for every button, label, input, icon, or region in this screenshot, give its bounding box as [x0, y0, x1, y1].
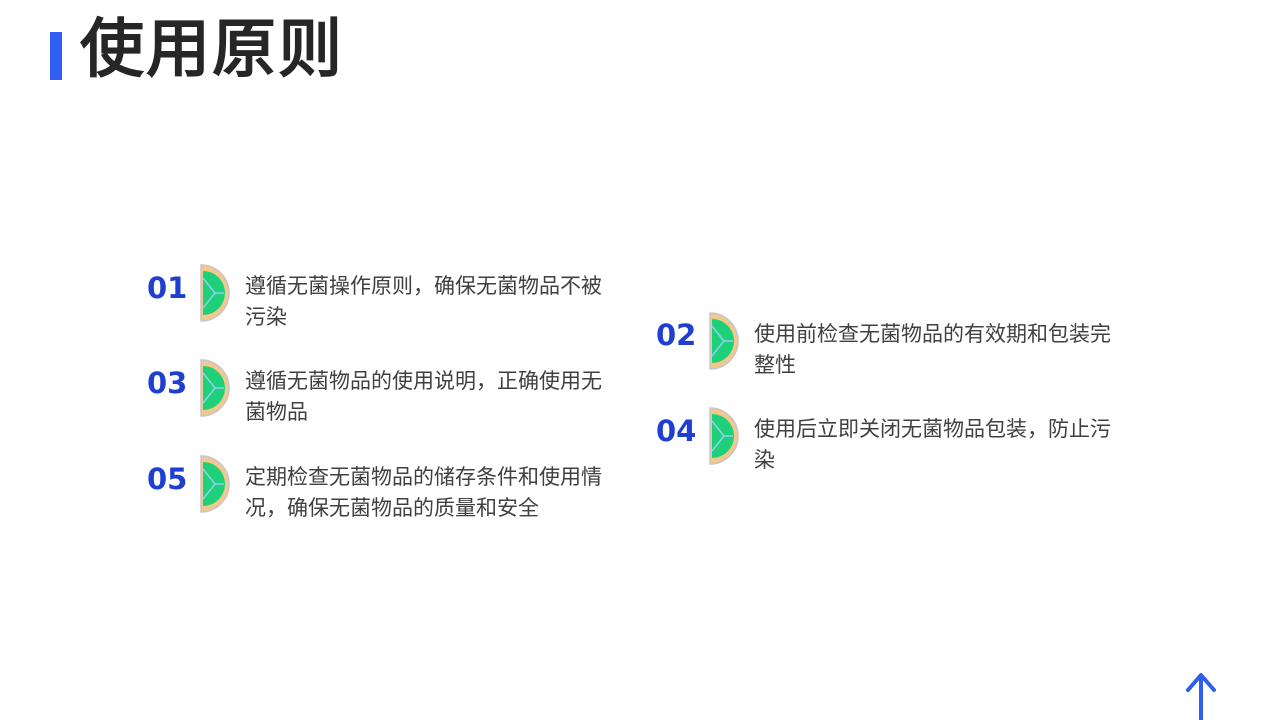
item-text: 遵循无菌操作原则，确保无菌物品不被污染	[245, 274, 602, 329]
citrus-slice-icon	[709, 407, 739, 465]
citrus-slice-icon	[709, 312, 739, 370]
item-text: 遵循无菌物品的使用说明，正确使用无菌物品	[245, 369, 602, 424]
arrow-up-icon[interactable]	[1184, 670, 1218, 720]
item-number: 04	[656, 414, 697, 448]
item-number: 05	[147, 462, 188, 496]
page-title: 使用原则	[80, 13, 344, 87]
citrus-slice-icon	[200, 264, 230, 322]
item-number: 03	[147, 366, 188, 400]
item-text: 使用前检查无菌物品的有效期和包装完整性	[754, 322, 1111, 377]
item-text: 定期检查无菌物品的储存条件和使用情况，确保无菌物品的质量和安全	[245, 465, 602, 520]
item-number: 01	[147, 271, 188, 305]
title-accent-bar	[50, 32, 62, 80]
item-text: 使用后立即关闭无菌物品包装，防止污染	[754, 417, 1111, 472]
citrus-slice-icon	[200, 359, 230, 417]
item-number: 02	[656, 318, 697, 352]
citrus-slice-icon	[200, 455, 230, 513]
